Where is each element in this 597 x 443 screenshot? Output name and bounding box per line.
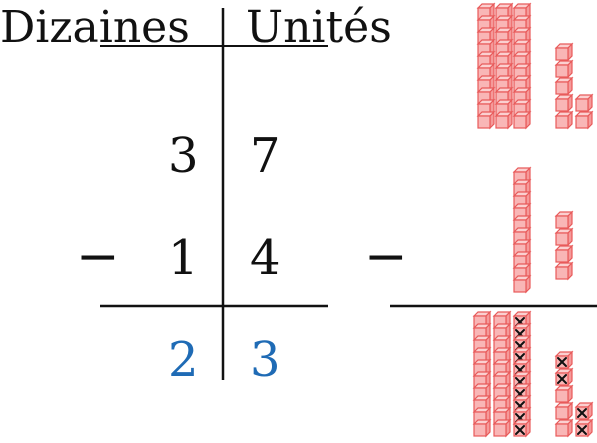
unit-cube-subtrahend (554, 210, 574, 230)
tens-rod-minuend (476, 2, 496, 130)
unit-cube-crossed (554, 350, 574, 370)
unit-cube-minuend (554, 42, 574, 62)
unit-cube-crossed (574, 418, 594, 438)
tens-rod-subtrahend (512, 166, 532, 294)
unit-cube-result (554, 384, 574, 404)
unit-cube-crossed (574, 401, 594, 421)
unit-cube-minuend (554, 93, 574, 113)
tens-rod-crossed (512, 310, 532, 438)
minuend-units: 7 (250, 128, 281, 184)
minus-sign-table: − (76, 227, 120, 287)
minus-sign-blocks: − (364, 227, 408, 287)
unit-cube-minuend (554, 59, 574, 79)
unit-cube-minuend (554, 76, 574, 96)
minuend-tens: 3 (168, 128, 199, 184)
tens-rod-minuend (512, 2, 532, 130)
unit-cube-minuend (574, 110, 594, 130)
unit-cube-subtrahend (554, 227, 574, 247)
tens-rod-result (472, 310, 492, 438)
subtrahend-tens: 1 (168, 230, 199, 286)
unit-cube-result (554, 401, 574, 421)
unit-cube-subtrahend (554, 261, 574, 281)
unit-cube-minuend (574, 93, 594, 113)
header-units: Unités (246, 2, 392, 53)
result-units: 3 (250, 332, 281, 388)
subtrahend-units: 4 (250, 230, 281, 286)
base-ten-blocks (472, 2, 594, 438)
tens-rod-minuend (494, 2, 514, 130)
unit-cube-result (554, 418, 574, 438)
result-tens: 2 (168, 332, 199, 388)
tens-rod-result (492, 310, 512, 438)
unit-cube-minuend (554, 110, 574, 130)
unit-cube-subtrahend (554, 244, 574, 264)
header-tens: Dizaines (0, 2, 190, 53)
unit-cube-crossed (554, 367, 574, 387)
